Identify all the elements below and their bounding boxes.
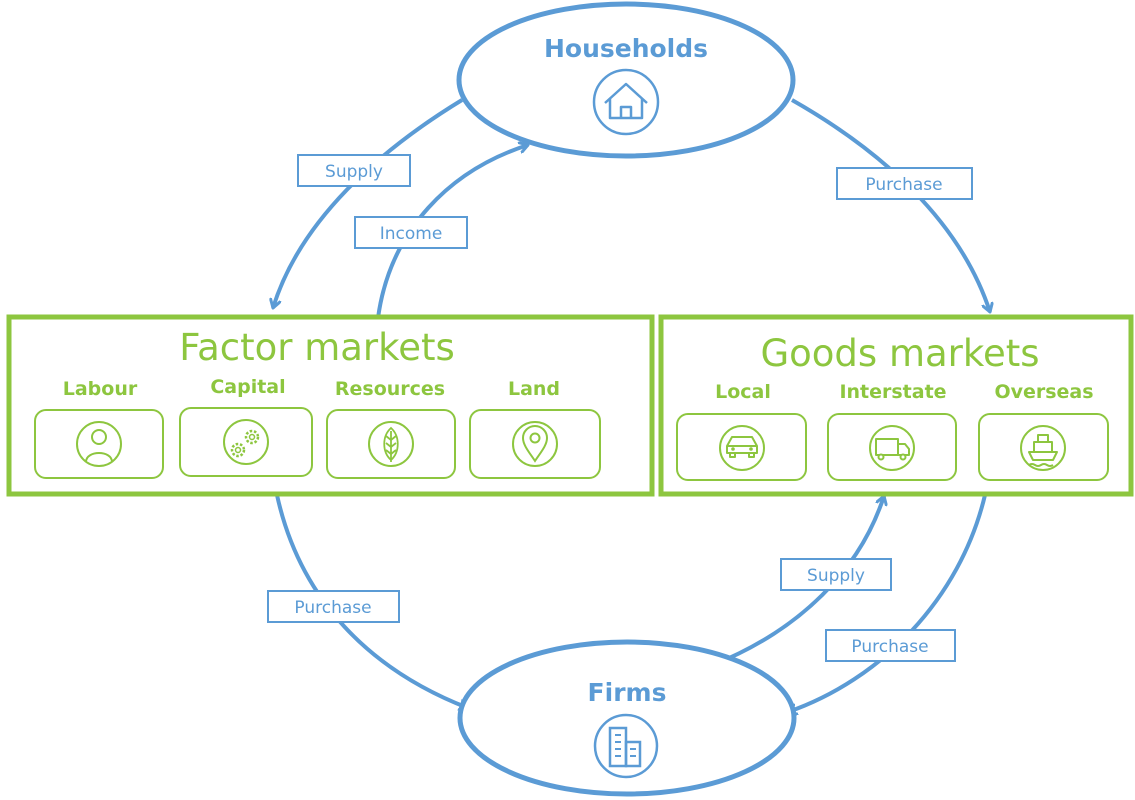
ship-icon: [1020, 425, 1066, 471]
arrow-firms-to-goods: [712, 496, 884, 667]
truck-icon: [869, 425, 915, 471]
factor-item-land: [469, 409, 601, 479]
firms-title: Firms: [588, 678, 667, 707]
svg-text:Purchase: Purchase: [294, 598, 371, 618]
car-icon: [719, 425, 765, 471]
goods-item-overseas: [978, 413, 1109, 481]
households-node: Households: [456, 1, 796, 159]
svg-text:Purchase: Purchase: [865, 175, 942, 195]
factor-item-label-land: Land: [508, 378, 560, 400]
factor-item-label-resources: Resources: [335, 378, 445, 400]
goods-item-label-local: Local: [715, 381, 771, 403]
goods-item-label-interstate: Interstate: [839, 381, 946, 403]
arrow-households-to-factor: [273, 98, 464, 308]
flow-labels: Supply Income Purchase Purchase Supply P…: [267, 154, 973, 662]
factor-item-labour: [34, 409, 164, 479]
location-pin-icon: [512, 421, 558, 467]
arrow-goods-to-firms: [788, 494, 987, 712]
svg-text:Supply: Supply: [807, 566, 865, 586]
svg-text:Income: Income: [380, 224, 443, 244]
goods-markets-box: Goods markets Local Interstate Overseas: [658, 314, 1134, 497]
goods-item-local: [676, 413, 807, 481]
firms-node: Firms: [457, 639, 797, 797]
gears-icon: [223, 419, 269, 465]
goods-item-interstate: [827, 413, 957, 481]
goods-markets-title: Goods markets: [760, 332, 1039, 375]
arrow-factor-to-firms: [275, 494, 468, 708]
flow-label-purchase-factor-firms: Purchase: [267, 590, 400, 623]
office-building-icon: [593, 713, 659, 779]
flow-label-income: Income: [354, 216, 468, 249]
factor-item-capital: [179, 407, 313, 477]
leaf-icon: [368, 421, 414, 467]
factor-markets-box: Factor markets Labour Capital Resources …: [6, 314, 655, 497]
flow-label-supply-households-factor: Supply: [297, 154, 411, 187]
goods-item-label-overseas: Overseas: [994, 381, 1093, 403]
firms-ellipse: [457, 639, 797, 797]
svg-text:Purchase: Purchase: [851, 637, 928, 657]
households-ellipse: [456, 1, 796, 159]
factor-item-label-labour: Labour: [63, 378, 138, 400]
factor-markets-title: Factor markets: [179, 326, 455, 369]
arrow-households-to-goods: [791, 98, 990, 312]
factor-item-label-capital: Capital: [210, 376, 285, 398]
flow-label-supply-firms-goods: Supply: [780, 558, 892, 591]
person-icon: [76, 421, 122, 467]
flow-label-purchase-goods-firms: Purchase: [825, 629, 956, 662]
flow-label-purchase-households-goods: Purchase: [836, 167, 973, 200]
svg-text:Supply: Supply: [325, 162, 383, 182]
house-icon: [592, 68, 660, 136]
households-title: Households: [544, 34, 708, 63]
arrow-factor-to-households: [376, 145, 528, 319]
factor-item-resources: [326, 409, 456, 479]
